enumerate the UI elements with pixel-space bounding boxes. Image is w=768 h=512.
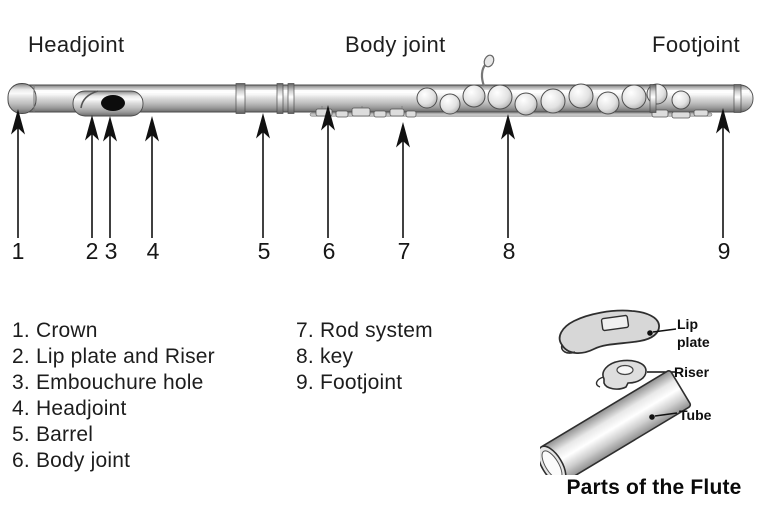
flute-key — [462, 84, 486, 108]
callout-number-2: 2 — [85, 238, 99, 264]
callout-number-9: 9 — [717, 238, 731, 264]
callout-number-5: 5 — [257, 238, 271, 264]
trill-lever-paddle — [483, 54, 495, 68]
embouchure-hole — [101, 95, 125, 111]
inset-label-riser: Riser — [674, 364, 710, 380]
flute-key — [621, 84, 647, 110]
tube-leader — [654, 412, 678, 417]
barrel-ring — [276, 83, 284, 114]
flute-illustration — [7, 54, 754, 119]
flute-key — [671, 90, 691, 110]
lip-plate-leader — [652, 328, 677, 333]
foot-junction-ring — [649, 84, 657, 113]
inset-illustration — [540, 309, 692, 475]
callout-number-1: 1 — [11, 238, 25, 264]
tube-highlight — [16, 90, 749, 93]
inset-label-lip-line2: plate — [677, 334, 710, 350]
inset-lip-plate-curl — [560, 344, 576, 354]
callout-number-3: 3 — [104, 238, 118, 264]
trill-key — [335, 110, 349, 118]
arrowhead-7 — [395, 121, 411, 148]
callout-number-8: 8 — [502, 238, 516, 264]
parts-list-item: 6. Body joint — [12, 449, 131, 472]
parts-list-item: 9. Footjoint — [296, 371, 403, 394]
arrowhead-4 — [144, 115, 160, 142]
arrowhead-8 — [500, 113, 516, 140]
parts-list-item: 5. Barrel — [12, 423, 94, 446]
callout-number-4: 4 — [146, 238, 160, 264]
inset-riser-tab — [595, 376, 605, 388]
trill-key — [373, 110, 387, 118]
foot-key — [693, 109, 709, 117]
inset-caption: Parts of the Flute — [566, 476, 742, 499]
parts-list-item: 8. key — [296, 345, 354, 368]
callout-number-6: 6 — [322, 238, 336, 264]
parts-list-item: 2. Lip plate and Riser — [12, 345, 215, 368]
section-label-footjoint: Footjoint — [652, 32, 740, 57]
parts-list-item: 4. Headjoint — [12, 397, 127, 420]
inset-tube-group — [540, 370, 692, 475]
arrowhead-1 — [10, 108, 26, 135]
lip-plate-dot — [647, 330, 653, 336]
parts-list-column-1: 1. Crown 2. Lip plate and Riser 3. Embou… — [12, 318, 215, 474]
crown — [7, 83, 37, 114]
flute-key — [596, 91, 620, 115]
inset-lip-plate — [558, 309, 660, 354]
arrowhead-5 — [255, 112, 271, 139]
trill-key — [405, 110, 417, 118]
arrowhead-2 — [84, 114, 100, 141]
flute-key — [540, 88, 566, 114]
callout-arrows — [10, 104, 731, 238]
inset-lip-plate-hole — [600, 314, 630, 332]
parts-list-item: 3. Embouchure hole — [12, 371, 204, 394]
barrel-ring — [235, 83, 246, 114]
section-label-body-joint: Body joint — [345, 32, 446, 57]
trill-key — [389, 108, 405, 117]
end-ring — [733, 84, 742, 113]
inset-tube-bore — [541, 450, 563, 475]
trill-key — [351, 107, 371, 117]
section-label-headjoint: Headjoint — [28, 32, 125, 57]
flute-key — [487, 84, 513, 110]
parts-list-column-2: 7. Rod system 8. key 9. Footjoint — [296, 318, 433, 396]
flute-key — [439, 93, 461, 115]
arrowhead-3 — [102, 115, 118, 142]
inset-riser-hole — [616, 364, 634, 376]
riser-edge — [80, 90, 99, 109]
inset-label-tube: Tube — [679, 407, 712, 423]
arrowhead-6 — [320, 104, 336, 131]
flute-key — [416, 87, 438, 109]
inset-label-lip-plate: Lip plate — [677, 315, 710, 351]
tube-dot — [649, 414, 655, 420]
callout-number-7: 7 — [397, 238, 411, 264]
inset-label-lip-line1: Lip — [677, 316, 698, 332]
parts-list-item: 7. Rod system — [296, 319, 433, 342]
arrowhead-9 — [715, 107, 731, 134]
foot-key — [671, 111, 691, 119]
flute-key — [568, 83, 594, 109]
parts-list-item: 1. Crown — [12, 319, 98, 342]
barrel-ring — [287, 83, 295, 114]
flute-key — [514, 92, 538, 116]
